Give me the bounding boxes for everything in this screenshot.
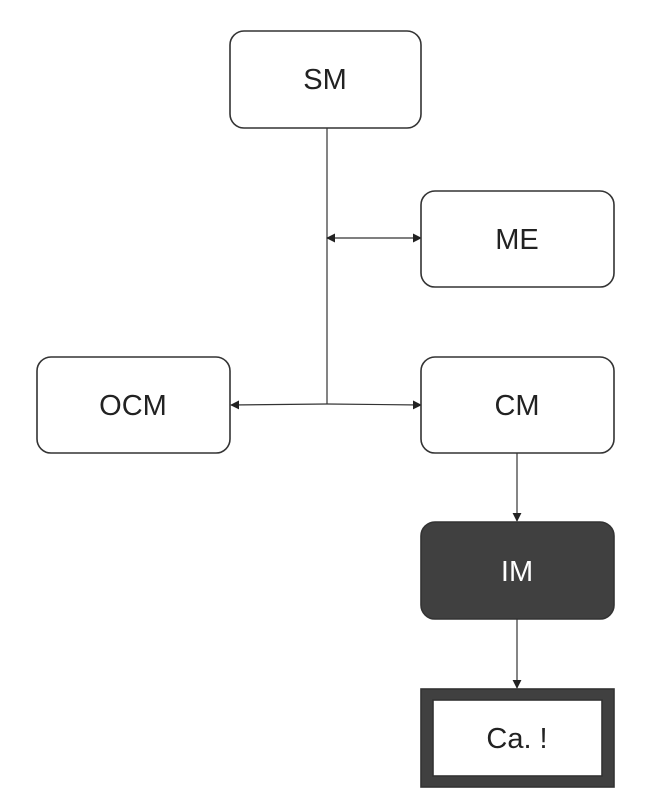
node-sm-label: SM: [303, 64, 347, 96]
node-im-box: [420, 521, 615, 620]
node-im: IM: [420, 521, 615, 620]
node-ca: Ca. !: [420, 688, 615, 788]
node-ca-label: Ca. !: [486, 723, 547, 755]
node-sm: SM: [229, 30, 422, 129]
node-cm: CM: [420, 356, 615, 454]
node-ocm-box: [36, 356, 231, 454]
edge-sm-ocm: [230, 400, 328, 410]
node-ocm: OCM: [36, 356, 231, 454]
node-me-label: ME: [495, 224, 539, 256]
node-cm-label: CM: [494, 390, 539, 422]
node-ca-inner-box: [432, 699, 603, 777]
connectors: [230, 128, 522, 689]
node-cm-box: [420, 356, 615, 454]
node-im-label: IM: [501, 556, 533, 588]
node-me: ME: [420, 190, 615, 288]
node-ocm-label: OCM: [99, 390, 167, 422]
node-sm-box: [229, 30, 422, 129]
edge-sm-cm: [326, 400, 422, 410]
node-me-box: [420, 190, 615, 288]
